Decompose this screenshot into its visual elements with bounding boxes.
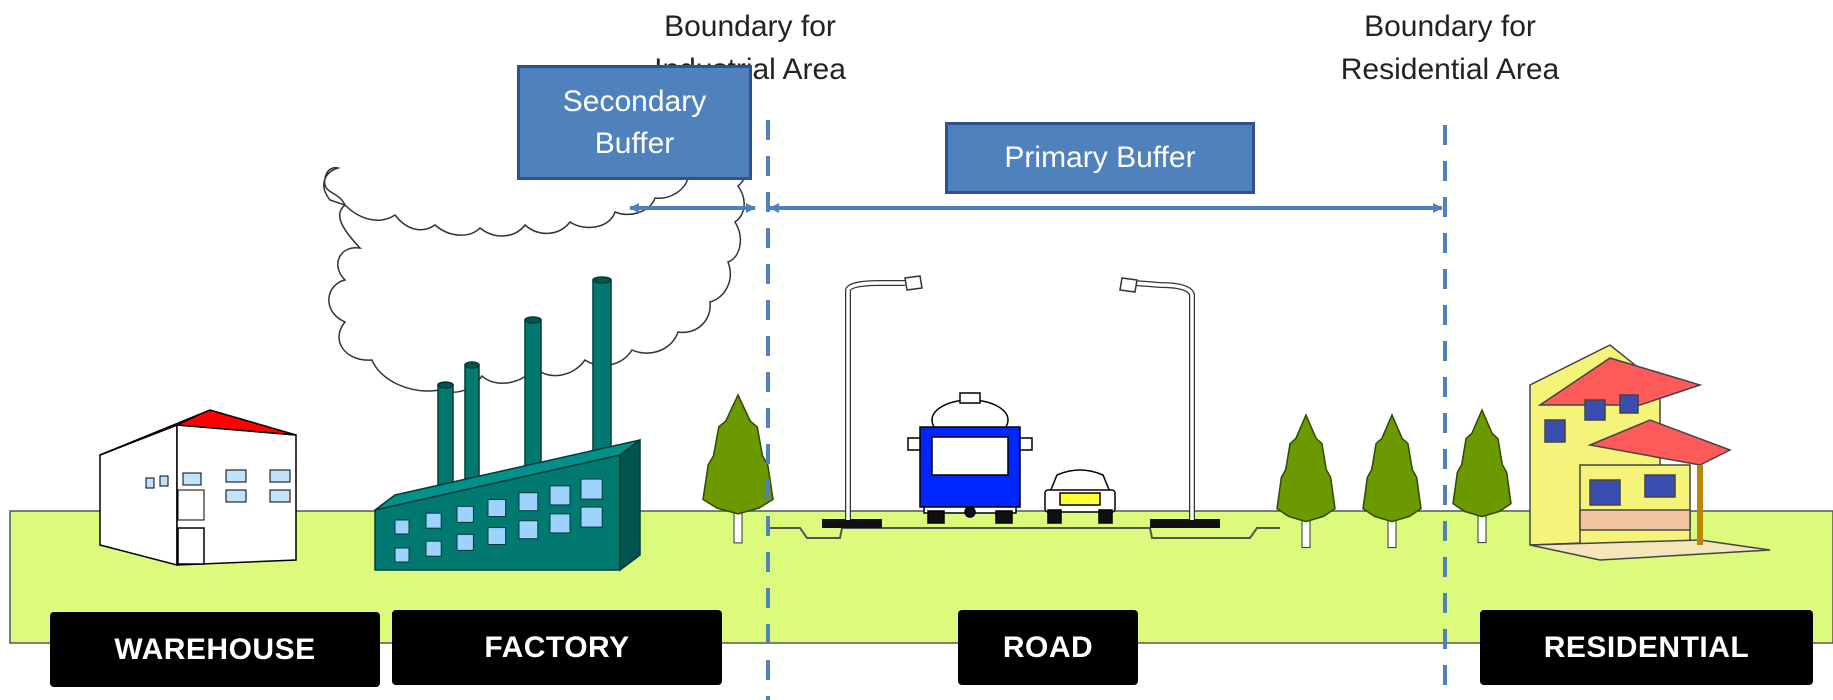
factory-window	[549, 513, 571, 534]
street-light-icon-left	[845, 275, 923, 520]
warehouse-icon	[99, 409, 297, 566]
tree-icon	[1362, 413, 1422, 549]
factory-window	[394, 547, 410, 563]
secondary-buffer-line1: Secondary	[562, 84, 707, 118]
factory-window	[487, 527, 507, 546]
residential-boundary-line1: Boundary for	[1364, 10, 1536, 43]
tree-icon	[1452, 408, 1512, 544]
secondary-buffer-line2: Buffer	[594, 126, 675, 160]
smoke-cloud-icon	[323, 130, 748, 393]
house-icon	[1529, 344, 1771, 561]
road-icon	[770, 519, 1280, 539]
factory-window	[580, 506, 603, 528]
car-icon	[1044, 469, 1116, 524]
factory-window	[394, 519, 410, 535]
factory-window	[518, 520, 539, 540]
factory-window	[425, 512, 442, 529]
warehouse-label: WAREHOUSE	[50, 612, 380, 687]
factory-windows	[394, 478, 603, 563]
tree-icon	[1276, 413, 1336, 549]
tree-icon	[702, 393, 774, 544]
factory-window	[425, 540, 442, 557]
secondary-buffer-box: Secondary Buffer	[517, 65, 752, 180]
factory-window	[456, 533, 474, 551]
primary-buffer-label: Primary Buffer	[1004, 141, 1196, 174]
factory-window	[518, 492, 539, 512]
truck-icon	[907, 392, 1033, 524]
industrial-boundary-line1: Boundary for	[664, 10, 836, 43]
residential-boundary-caption: Boundary for Residential Area	[1325, 5, 1575, 91]
factory-window	[456, 505, 474, 523]
factory-window	[580, 478, 603, 500]
trees	[702, 393, 1512, 549]
residential-boundary-line2: Residential Area	[1340, 53, 1560, 86]
factory-window	[549, 485, 571, 506]
residential-label: RESIDENTIAL	[1480, 610, 1813, 685]
factory-label: FACTORY	[392, 610, 722, 685]
factory-window	[487, 499, 507, 518]
street-light-icon-right	[1119, 277, 1195, 520]
road-label: ROAD	[958, 610, 1138, 685]
primary-buffer-box: Primary Buffer	[945, 122, 1255, 194]
